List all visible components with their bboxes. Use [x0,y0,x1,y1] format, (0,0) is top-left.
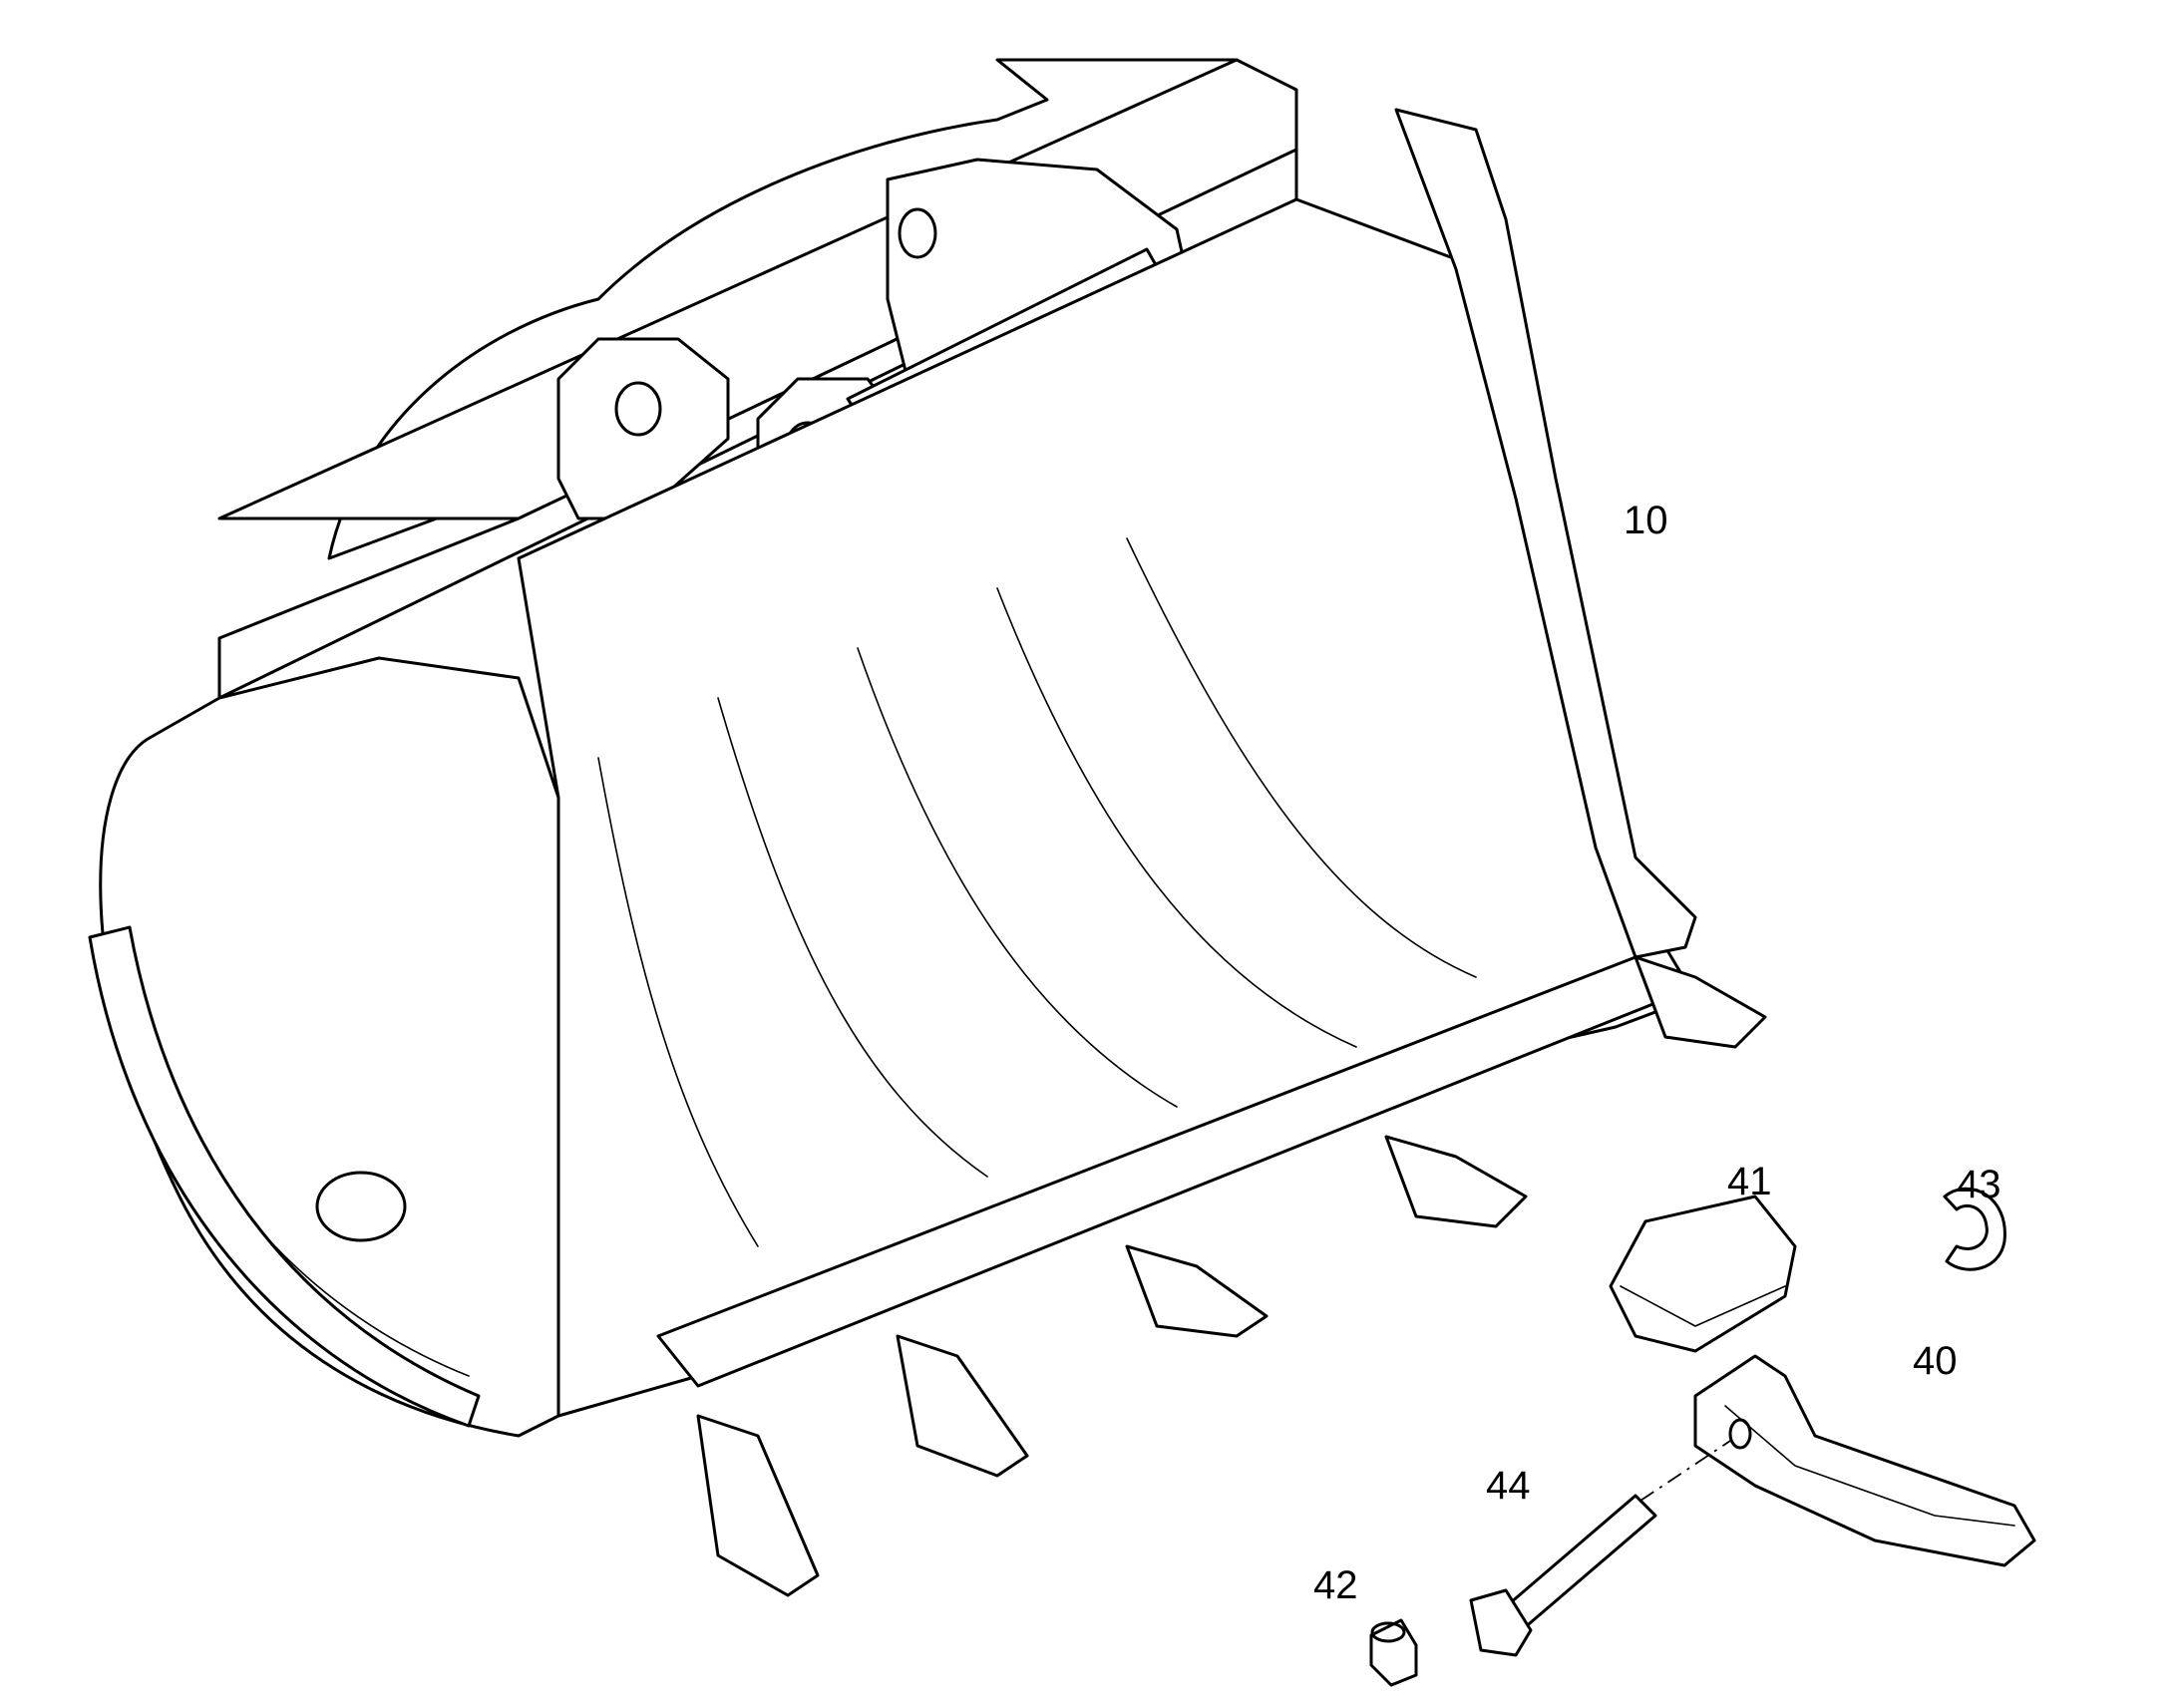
adapter-body [1609,1195,1797,1353]
bucket-tooth-1 [696,1414,820,1597]
coupler-bracket-left [556,337,730,520]
rake-bucket [88,58,1767,1597]
retainer-part [1369,1618,1418,1687]
adapter-edge [1620,1285,1786,1327]
callout-pin: 44 [1486,1464,1531,1508]
bucket-tooth-3 [1125,1244,1269,1338]
tine-curve-1 [597,757,759,1247]
bucket-tooth-2 [896,1334,1029,1478]
bracket-hole-center [898,207,937,259]
tooth-ridge [1724,1405,2015,1527]
tine-curve-5 [1126,537,1477,978]
callout-adapter: 41 [1727,1160,1772,1203]
right-side-plate [1394,108,1697,959]
tine-curve-3 [857,647,1178,1108]
bracket-hole-left [614,381,662,437]
tine-curve-4 [996,587,1357,1048]
lock-ring [1943,1187,2006,1271]
bucket-teeth [696,955,1767,1597]
callout-bucket: 10 [1624,499,1668,542]
callout-tooth: 40 [1913,1339,1958,1383]
callout-retainer: 42 [1313,1563,1358,1607]
tooth-part [1693,1354,2036,1567]
side-plate-hole [315,1171,407,1242]
bucket-tooth-4 [1384,1135,1528,1228]
retainer-top [1370,1621,1406,1643]
tooth-pin-hole [1728,1418,1752,1450]
adapter-part [1609,1195,1797,1353]
retainer-body [1369,1618,1418,1687]
side-wear-strip [88,925,481,1428]
tine-curve-2 [717,697,988,1178]
pin-part [1469,1494,1657,1657]
lock-part [1943,1187,2006,1271]
pin-head [1469,1588,1533,1657]
tooth-body [1693,1354,2036,1567]
callout-lock: 43 [1957,1163,2001,1206]
bucket-tooth-5 [1634,955,1767,1049]
assembly-axis-line [1639,1440,1731,1502]
